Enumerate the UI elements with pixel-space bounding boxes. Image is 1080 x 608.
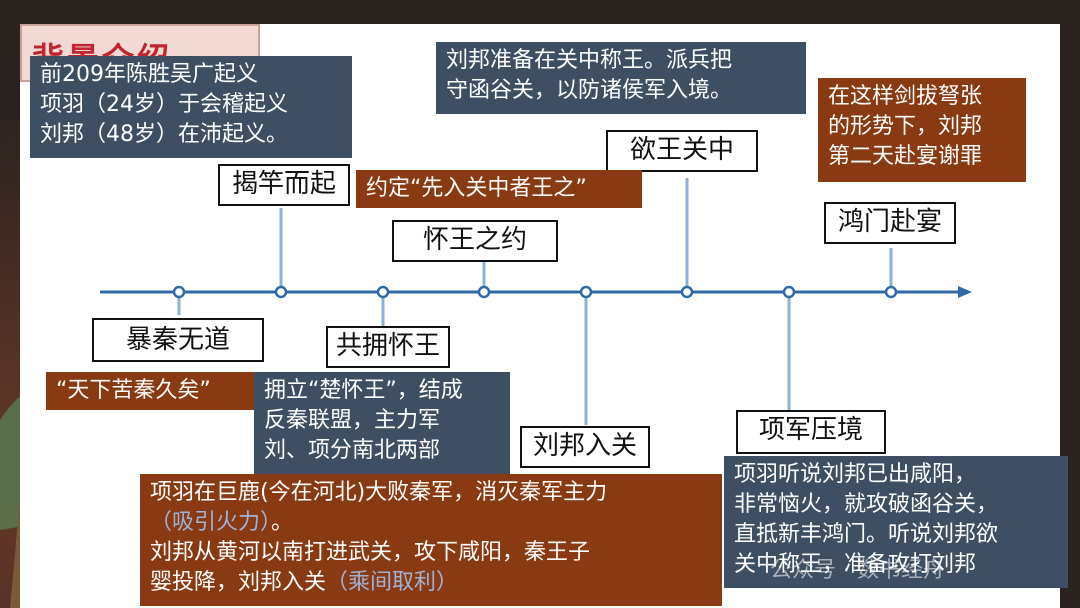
note-line: 项羽听说刘邦已出咸阳， [734, 460, 1058, 490]
note-line: 直抵新丰鸿门。听说刘邦欲 [734, 520, 1058, 550]
note-line: 刘邦从黄河以南打进武关，攻下咸阳，秦王子 [150, 538, 712, 568]
note-line: 刘邦（48岁）在沛起义。 [40, 120, 342, 150]
note-line: （吸引火力）。 [150, 508, 712, 538]
event-label-2: 揭竿而起 [218, 164, 350, 206]
note-line: 的形势下，刘邦 [828, 112, 1016, 142]
note-line: 守函谷关，以防诸侯军入境。 [446, 76, 796, 106]
note-xiangyu-liubang: 项羽在巨鹿(今在河北)大败秦军，消灭秦军主力 （吸引火力）。 刘邦从黄河以南打进… [140, 474, 722, 606]
note-line: 婴投降，刘邦入关（乘间取利） [150, 568, 712, 598]
note-line: 项羽在巨鹿(今在河北)大败秦军，消灭秦军主力 [150, 478, 712, 508]
note-feast: 在这样剑拔弩张 的形势下，刘邦 第二天赴宴谢罪 [818, 78, 1026, 182]
note-pact: 约定“先入关中者王之” [356, 170, 642, 208]
event-label-1: 暴秦无道 [92, 318, 264, 362]
note-line: 反秦联盟，主力军 [264, 406, 500, 436]
note-quote: “天下苦秦久矣” [46, 372, 256, 410]
timeline-node [174, 287, 184, 297]
timeline-node [276, 287, 286, 297]
note-line: 拥立“楚怀王”，结成 [264, 376, 500, 406]
note-line: 在这样剑拔弩张 [828, 82, 1016, 112]
timeline-node [682, 287, 692, 297]
note-line: 非常恼火，就攻破函谷关， [734, 490, 1058, 520]
note-line: 刘邦准备在关中称王。派兵把 [446, 46, 796, 76]
note-line: 项羽（24岁）于会稽起义 [40, 90, 342, 120]
event-label-6: 欲王关中 [606, 130, 758, 172]
note-line: 前209年陈胜吴广起义 [40, 60, 342, 90]
timeline-node [479, 287, 489, 297]
note-uprising: 前209年陈胜吴广起义 项羽（24岁）于会稽起义 刘邦（48岁）在沛起义。 [30, 56, 352, 158]
timeline-node [784, 287, 794, 297]
timeline-node [378, 287, 388, 297]
timeline-node [886, 287, 896, 297]
event-label-3: 共拥怀王 [326, 326, 450, 368]
event-label-7: 项军压境 [736, 410, 886, 454]
event-label-4: 怀王之约 [392, 220, 558, 262]
event-label-8: 鸿门赴宴 [824, 202, 956, 244]
timeline-node [581, 287, 591, 297]
note-line: 第二天赴宴谢罪 [828, 142, 1016, 172]
note-line: 刘、项分南北两部 [264, 436, 500, 466]
watermark: 公众号 · 数书经舟 [770, 552, 945, 584]
note-alliance: 拥立“楚怀王”，结成 反秦联盟，主力军 刘、项分南北两部 [254, 372, 510, 474]
event-label-5: 刘邦入关 [520, 426, 650, 468]
note-king: 刘邦准备在关中称王。派兵把 守函谷关，以防诸侯军入境。 [436, 42, 806, 114]
